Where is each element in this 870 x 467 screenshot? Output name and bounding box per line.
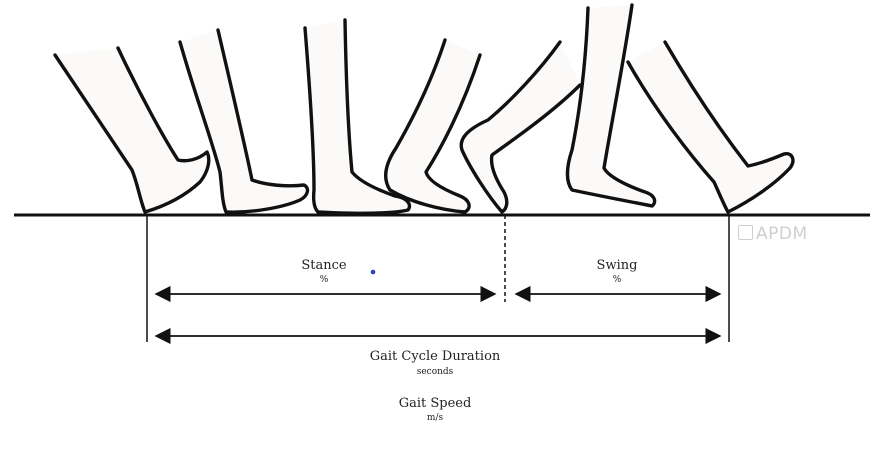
leg-4 [384, 38, 482, 214]
apdm-logo-text: APDM [756, 224, 808, 244]
apdm-logo: APDM [738, 224, 808, 244]
leg-3 [303, 18, 412, 216]
apdm-logo-icon [738, 225, 753, 240]
leg-5 [459, 40, 582, 214]
walking-legs-illustration [53, 3, 795, 216]
swing-unit: % [612, 275, 622, 285]
gait-cycle-duration-label: Gait Cycle Duration [369, 349, 501, 364]
swing-label: Swing [596, 258, 638, 273]
leg-7 [626, 40, 795, 214]
leg-6 [565, 3, 657, 208]
gait-cycle-duration-unit: seconds [416, 367, 454, 377]
stance-unit: % [319, 275, 329, 285]
leg-1 [53, 46, 211, 214]
gait-speed-unit: m/s [426, 413, 444, 423]
cursor-dot [370, 269, 376, 275]
stance-label: Stance [301, 258, 347, 273]
leg-2 [178, 28, 310, 214]
gait-speed-label: Gait Speed [398, 396, 472, 411]
